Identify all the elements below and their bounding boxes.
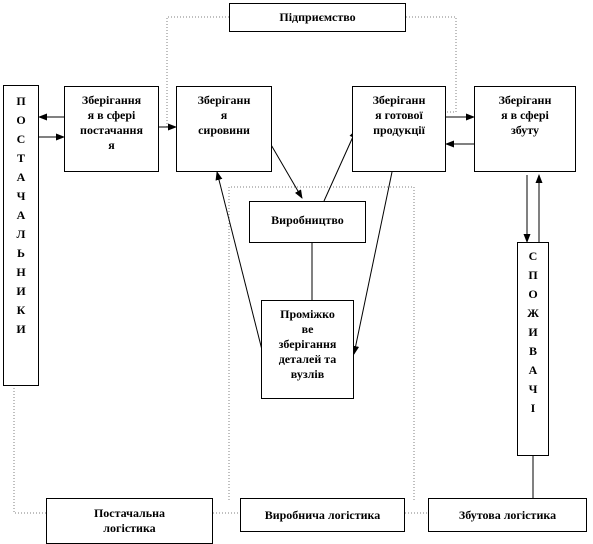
intermediate-storage-label: Проміжко ве зберігання деталей та вузлів <box>278 307 337 381</box>
finished-storage-label: Зберіганн я готової продукції <box>372 93 426 137</box>
production-logistics-label: Виробнича логістика <box>264 508 381 522</box>
suppliers-box: П О С Т А Ч А Л Ь Н И К И <box>3 85 39 386</box>
enterprise-box: Підприємство <box>229 3 406 32</box>
production-box: Виробництво <box>249 201 366 243</box>
production-label: Виробництво <box>271 213 344 227</box>
consumers-label: С П О Ж И В А Ч І <box>527 249 539 415</box>
supply-storage-box: Зберігання я в сфері постачання я <box>64 86 159 172</box>
supply-storage-label: Зберігання я в сфері постачання я <box>80 93 143 152</box>
enterprise-left-dotted-line <box>166 16 229 128</box>
sales-logistics-label: Збутова логістика <box>458 508 557 522</box>
dotted-scope-lines <box>13 16 457 514</box>
suppliers-label: П О С Т А Ч А Л Ь Н И К И <box>16 94 26 336</box>
supply-logistics-label: Постачальна логістика <box>93 506 166 535</box>
arrow-intermediate-to-raw-storage <box>215 171 263 351</box>
arrow-raw-storage-to-production <box>269 142 303 199</box>
supply-logistics-dotted-line <box>13 385 46 514</box>
production-logistics-dotted-bracket <box>228 186 415 500</box>
arrow-finished-storage-to-intermediate <box>352 171 393 355</box>
production-logistics-box: Виробнича логістика <box>240 498 405 532</box>
flow-lines <box>38 113 543 498</box>
raw-storage-label: Зберіганн я сировини <box>197 93 251 137</box>
enterprise-right-dotted-line <box>406 16 457 113</box>
sales-logistics-box: Збутова логістика <box>428 498 587 532</box>
sales-storage-box: Зберіганн я в сфері збуту <box>474 86 576 172</box>
raw-storage-box: Зберіганн я сировини <box>176 86 272 172</box>
intermediate-storage-box: Проміжко ве зберігання деталей та вузлів <box>261 300 354 399</box>
arrow-production-to-finished-storage <box>323 129 357 202</box>
enterprise-label: Підприємство <box>279 10 356 24</box>
finished-storage-box: Зберіганн я готової продукції <box>352 86 446 172</box>
sales-storage-label: Зберіганн я в сфері збуту <box>498 93 552 137</box>
consumers-box: С П О Ж И В А Ч І <box>517 242 549 456</box>
supply-logistics-box: Постачальна логістика <box>46 498 213 544</box>
